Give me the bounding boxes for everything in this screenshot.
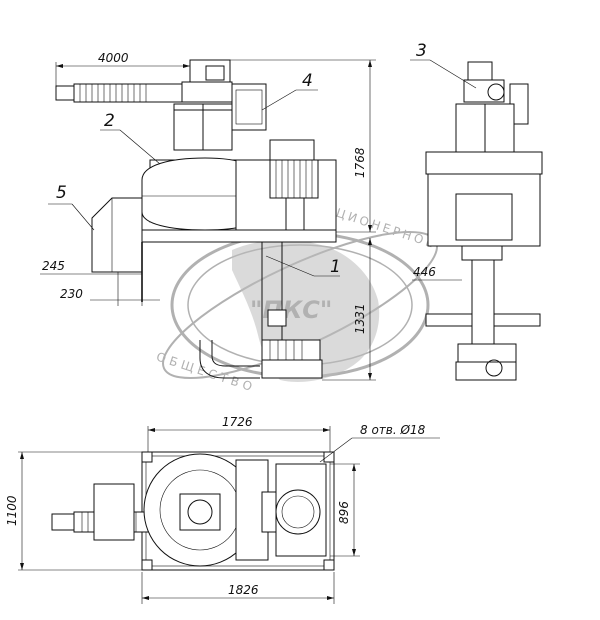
outlet-duct (91, 197, 143, 273)
lower-feeder (261, 339, 321, 361)
plan-feeder-opening (275, 489, 321, 535)
side-top-flange (425, 151, 543, 175)
dim-245: 245 (42, 259, 65, 273)
dim-1768: 1768 (353, 147, 367, 178)
base-plate (141, 229, 337, 243)
side-top-motor (467, 61, 493, 81)
dim-4000: 4000 (98, 51, 129, 65)
dimension-lines (18, 59, 462, 604)
callout-1: 1 (330, 257, 341, 277)
dim-230: 230 (60, 287, 83, 301)
dim-1826: 1826 (228, 583, 259, 597)
dim-1726: 1726 (222, 415, 253, 429)
inlet-pipe (73, 83, 187, 103)
control-box (231, 83, 267, 131)
front-view (55, 59, 337, 379)
side-hatch (455, 193, 513, 241)
dim-1100: 1100 (5, 495, 19, 526)
top-motor-base (181, 81, 233, 103)
fan-motor-top (269, 139, 315, 161)
plan-view (51, 451, 335, 571)
side-view (425, 61, 543, 381)
inlet-pipe-end (55, 85, 75, 101)
side-column (471, 259, 495, 345)
callout-2: 2 (104, 111, 115, 131)
dimension-arrows (20, 60, 372, 600)
dim-446: 446 (413, 265, 436, 279)
plan-inlet-end (51, 513, 75, 531)
callout-3: 3 (416, 41, 427, 61)
plan-duct (93, 483, 135, 541)
callout-leaders (48, 59, 477, 277)
dim-1331: 1331 (353, 303, 367, 334)
plan-frame (141, 451, 335, 571)
watermark-logo-text: "ПКС" (250, 296, 332, 324)
callout-5: 5 (56, 183, 67, 203)
dim-896: 896 (337, 501, 351, 524)
lower-pipe (199, 340, 260, 379)
side-lower-feeder (455, 361, 517, 381)
callout-4: 4 (302, 71, 313, 91)
dim-holes: 8 отв. Ø18 (360, 423, 426, 437)
